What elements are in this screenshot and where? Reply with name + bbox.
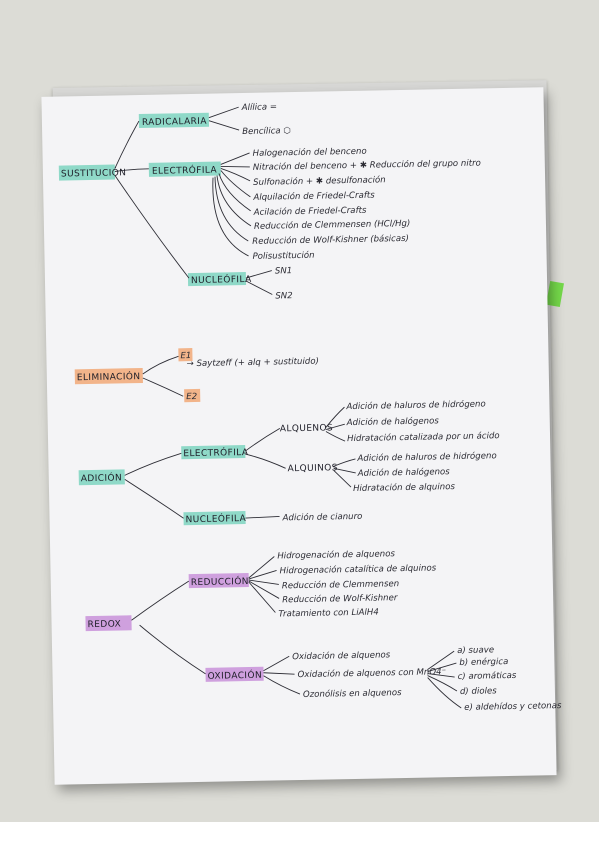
node-alquenos: ALQUENOS [280,423,333,434]
node-eliminacion: ELIMINACIÓN [77,370,141,383]
alquinos-item-3: Hidratación de alquinos [353,481,456,494]
node-nucleofila-adicion: NUCLEÓFILA [185,512,246,525]
electrofila-s-item-2: Nitración del benceno + ✱ Reducción del … [253,157,481,172]
highlight-e2 [184,388,201,403]
alquenos-item-2: Adición de halógenos [346,415,440,428]
electrofila-s-item-4: Alquilación de Friedel-Crafts [252,190,375,203]
oxidacion-sub-d: d) dioles [460,686,497,697]
oxidacion-sub-e: e) aldehídos y cetonas [464,701,562,713]
node-electrofila-adicion: ELECTRÓFILA [183,446,249,459]
node-oxidacion: OXIDACIÓN [207,669,262,682]
node-radicalaria: RADICALARIA [142,117,208,128]
electrofila-s-item-8: Polisustitución [252,250,314,262]
oxidacion-item-1: Oxidación de alquenos [292,649,391,662]
eliminacion-e2: E2 [186,392,197,402]
node-electrofila-sustitucion: ELECTRÓFILA [152,164,218,177]
highlight-eliminacion [74,368,143,385]
bottom-margin [0,822,599,848]
alquenos-item-1: Adición de haluros de hidrógeno [345,398,485,412]
oxidacion-sub-a: a) suave [457,645,494,656]
highlight-nucleofila-s [187,272,247,287]
node-sustitucion: SUSTITUCIÓN [61,166,127,179]
node-nucleofila-sustitucion: NUCLEÓFILA [191,273,252,286]
alquenos-item-3: Hidratación catalizada por un ácido [347,430,500,444]
reduccion-item-4: Reducción de Wolf-Kishner [282,592,398,605]
electrofila-s-item-3: Sulfonación + ✱ desulfonación [253,174,386,188]
eliminacion-e1: E1 [180,351,191,361]
highlight-electrofila-a [181,445,246,460]
highlight-radicalaria [138,112,210,129]
nucleofila-s-item-1: SN1 [275,266,293,276]
node-adicion: ADICIÓN [81,471,123,484]
oxidacion-item-3: Ozonólisis en alquenos [303,687,402,700]
node-reduccion: REDUCCIÓN [191,575,249,588]
node-redox: REDOX [87,619,121,630]
electrofila-s-item-6: Reducción de Clemmensen (HCl/Hg) [254,218,411,232]
highlight-reduccion [188,573,249,589]
alquinos-item-2: Adición de halógenos [357,466,451,479]
highlight-nucleofila-a [183,511,246,526]
electrofila-s-item-5: Acilación de Friedel-Crafts [253,205,367,218]
highlight-electrofila-s [148,161,221,177]
nucleofila-a-item-1: Adición de cianuro [281,511,362,524]
alquinos-item-1: Adición de haluros de hidrógeno [356,450,496,464]
oxidacion-sub-c: c) aromáticas [458,671,517,682]
highlight-oxidacion [205,666,264,682]
reduccion-item-5: Tratamiento con LiAlH4 [278,608,379,620]
reduccion-item-2: Hidrogenación catalítica de alquinos [279,562,436,576]
oxidacion-item-2: Oxidación de alquenos con MnO4⁻ [297,666,446,680]
radicalaria-item-1: Alílica = [241,102,278,113]
nucleofila-s-item-2: SN2 [275,291,293,301]
electrofila-s-item-7: Reducción de Wolf-Kishner (básicas) [252,233,409,247]
electrofila-s-item-1: Halogenación del benceno [252,146,366,159]
reduccion-item-1: Hidrogenación de alquenos [277,548,395,561]
highlight-sustitucion [58,164,116,181]
radicalaria-item-2: Bencílica ⬡ [242,126,291,137]
reduccion-item-3: Reducción de Clemmensen [282,578,399,591]
highlight-e1 [178,348,193,362]
highlight-adicion [78,469,125,486]
connector-lines [114,106,462,709]
highlight-redox [85,615,132,632]
node-alquinos: ALQUINOS [288,463,338,474]
eliminacion-note: → Saytzeff (+ alq + sustituido) [187,357,319,370]
oxidacion-sub-b: b) enérgica [459,656,508,668]
